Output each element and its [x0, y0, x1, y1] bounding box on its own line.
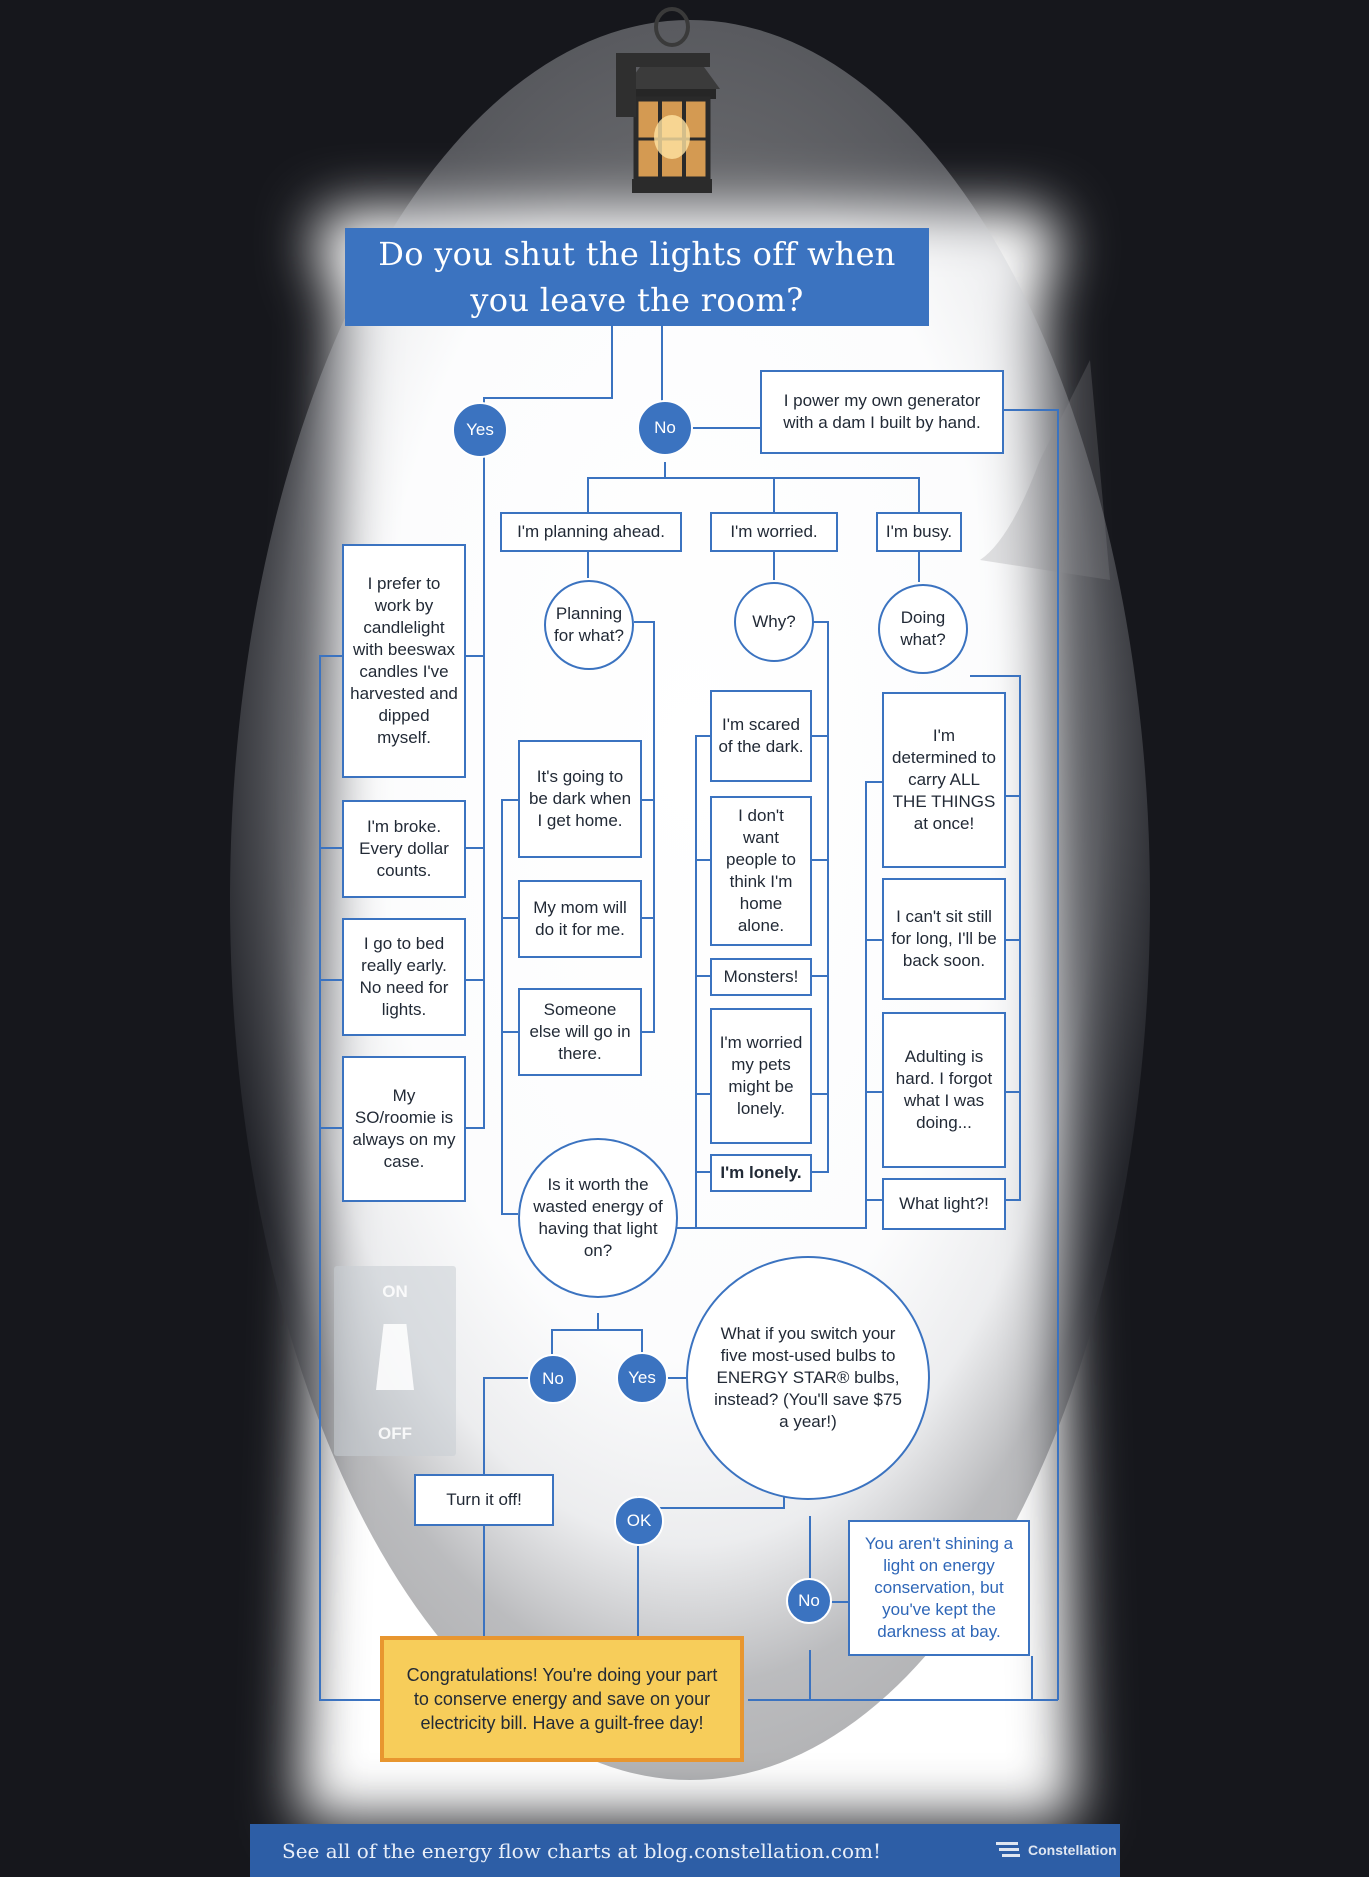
constellation-logo: Constellation: [996, 1840, 1117, 1860]
constellation-stripes-icon: [996, 1842, 1020, 1857]
switch-toggle-icon: [376, 1324, 414, 1390]
turn-it-off-box: Turn it off!: [414, 1474, 554, 1526]
answer-yes-pill: Yes: [452, 402, 508, 458]
branch-busy: I'm busy.: [876, 512, 962, 552]
worried-reason-card: I don't want people to think I'm home al…: [710, 796, 812, 946]
generator-outcome-box: I power my own generator with a dam I bu…: [760, 370, 1004, 454]
answer-no-pill: No: [637, 400, 693, 456]
lantern-illustration: [616, 7, 720, 193]
brand-name: Constellation: [1028, 1842, 1117, 1858]
worried-reason-card: I'm lonely.: [710, 1154, 812, 1192]
question-energy-star: What if you switch your five most-used b…: [686, 1256, 930, 1500]
worried-reason-card: Monsters!: [710, 958, 812, 996]
flowchart-title: Do you shut the lights off when you leav…: [345, 228, 929, 326]
planning-reason-card: It's going to be dark when I get home.: [518, 740, 642, 858]
yes-reason-card: I'm broke. Every dollar counts.: [342, 800, 466, 898]
worried-reason-card: I'm scared of the dark.: [710, 690, 812, 782]
question-why: Why?: [734, 582, 814, 662]
worth-no-pill: No: [528, 1354, 578, 1404]
energy-star-no-pill: No: [786, 1578, 832, 1624]
footer-banner: See all of the energy flow charts at blo…: [250, 1824, 1120, 1877]
footer-text[interactable]: See all of the energy flow charts at blo…: [282, 1838, 882, 1863]
branch-worried: I'm worried.: [710, 512, 838, 552]
busy-reason-card: What light?!: [882, 1178, 1006, 1230]
question-planning-for-what: Planning for what?: [544, 580, 634, 670]
light-switch-illustration: ON OFF: [334, 1266, 456, 1456]
question-doing-what: Doing what?: [878, 584, 968, 674]
question-worth-it: Is it worth the wasted energy of having …: [518, 1138, 678, 1298]
yes-reason-card: My SO/roomie is always on my case.: [342, 1056, 466, 1202]
planning-reason-card: My mom will do it for me.: [518, 880, 642, 958]
ok-pill: OK: [614, 1496, 664, 1546]
busy-reason-card: Adulting is hard. I forgot what I was do…: [882, 1012, 1006, 1168]
branch-planning-ahead: I'm planning ahead.: [500, 512, 682, 552]
darkness-outcome-box: You aren't shining a light on energy con…: [848, 1520, 1030, 1656]
planning-reason-card: Someone else will go in there.: [518, 988, 642, 1076]
busy-reason-card: I'm determined to carry ALL THE THINGS a…: [882, 692, 1006, 868]
busy-reason-card: I can't sit still for long, I'll be back…: [882, 878, 1006, 1000]
yes-reason-card: I prefer to work by candlelight with bee…: [342, 544, 466, 778]
yes-reason-card: I go to bed really early. No need for li…: [342, 918, 466, 1036]
congratulations-box: Congratulations! You're doing your part …: [380, 1636, 744, 1762]
worried-reason-card: I'm worried my pets might be lonely.: [710, 1008, 812, 1144]
switch-on-label: ON: [382, 1282, 408, 1301]
worth-yes-pill: Yes: [616, 1352, 668, 1404]
switch-off-label: OFF: [378, 1424, 412, 1443]
